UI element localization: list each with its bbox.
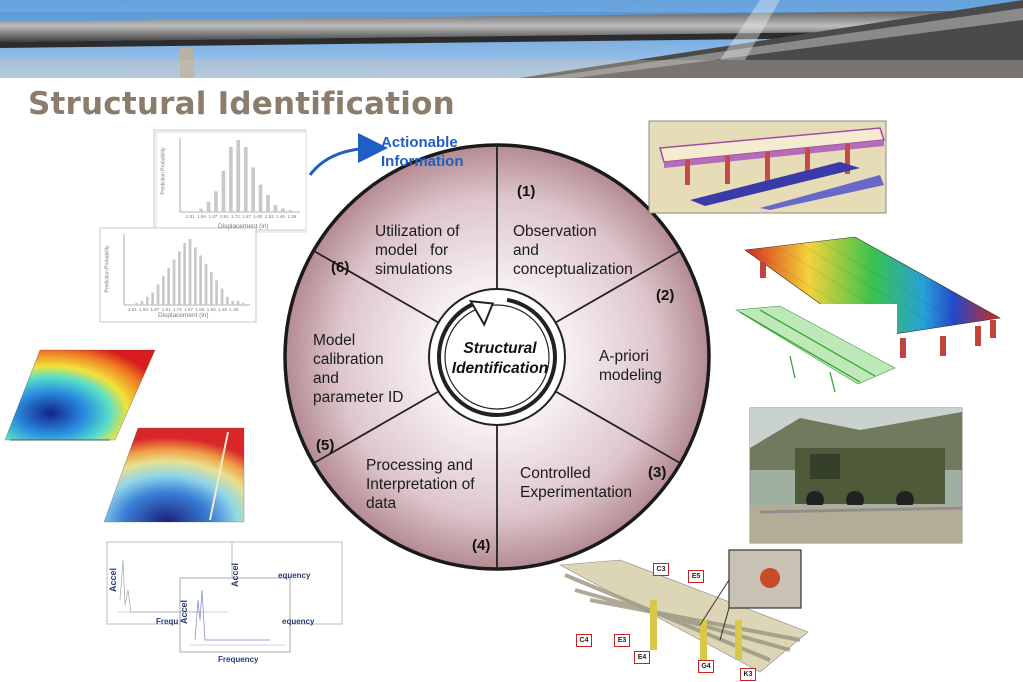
histogram-bar (140, 300, 144, 305)
slide-title: Structural Identification (28, 86, 455, 122)
sensor-tag-e4: E4 (634, 651, 650, 664)
accel-xlabel-4: equency (278, 571, 311, 580)
actionable-information-label: Actionable Information (381, 134, 464, 170)
histogram-bar (258, 184, 263, 212)
segment-5-label: Model calibration and parameter ID (313, 332, 404, 406)
histogram-bar (194, 247, 197, 306)
sensor-tag-g4: G4 (698, 660, 714, 673)
histogram-2-ylabel: Prediction Probability (104, 245, 111, 293)
accel-frequency-panels (106, 541, 343, 653)
histogram-bar (231, 300, 234, 305)
histogram-bar (206, 201, 211, 212)
histogram-panel-2 (99, 227, 257, 323)
histogram-bar (281, 208, 285, 212)
sensor-tag-e5: E5 (688, 570, 704, 583)
segment-4-label: Processing and Interpretation of data (366, 457, 475, 512)
accel-ylabel-1: Accel (108, 567, 119, 593)
bridge-banner (0, 0, 1023, 78)
sensor-tag-e3: E3 (614, 634, 630, 647)
accel-xlabel-2: Frequency (218, 655, 259, 664)
histogram-bar (156, 284, 160, 305)
histogram-1-ylabel: Prediction Probability (160, 147, 167, 195)
accel-xlabel-3: equency (282, 617, 315, 626)
segment-3-label: Controlled Experimentation (520, 465, 633, 501)
identification-cycle-diagram (283, 143, 711, 571)
histogram-bar (251, 167, 255, 212)
sensor-tag-c4: C4 (576, 634, 592, 647)
histogram-bar (162, 276, 165, 305)
histogram-bar (178, 251, 181, 305)
histogram-bar (151, 292, 154, 305)
center-disc (428, 288, 566, 426)
histogram-2-ticks: 2.01 1.94 1.87 1.81 1.74 1.67 1.60 1.53 … (128, 307, 239, 312)
segment-5-number: (5) (316, 437, 335, 454)
histogram-bar (204, 263, 208, 306)
accel-ylabel-2: Accel (179, 599, 190, 625)
histogram-bar (210, 272, 213, 305)
segment-1-label: Observation and conceptualization (513, 223, 633, 278)
sensor-layout-image (558, 549, 809, 673)
histogram-1-ticks: 2.01 1.94 1.87 1.81 1.74 1.67 1.60 1.53 … (186, 214, 297, 219)
segment-2-number: (2) (656, 287, 675, 304)
histogram-bar (199, 255, 202, 305)
histogram-bar (236, 140, 241, 212)
histogram-1-xlabel: Displacement (in) (218, 223, 269, 230)
contour-plot-1 (4, 349, 156, 441)
segment-6-label: Utilization of model for simulations (375, 223, 460, 278)
histogram-bar (220, 288, 224, 305)
bridge-model-image (648, 120, 887, 214)
accel-ylabel-3: Accel (230, 562, 241, 588)
histogram-bar (273, 205, 278, 212)
segment-3-number: (3) (648, 464, 667, 481)
histogram-bar (229, 146, 233, 212)
sensor-tag-k3: K3 (740, 668, 756, 681)
histogram-bar (226, 296, 229, 306)
center-arrow-head (468, 300, 495, 327)
histogram-panel-1 (153, 129, 307, 233)
segment-1-number: (1) (517, 183, 536, 200)
center-inner-ring (444, 304, 550, 410)
histogram-2-xlabel: Displacement (in) (158, 312, 209, 319)
segment-6-number: (6) (331, 259, 350, 276)
histogram-bar (221, 170, 226, 212)
center-label: Structural Identification (451, 340, 549, 377)
contour-plot-2 (103, 427, 245, 523)
histogram-bar (183, 243, 186, 305)
histogram-2-bars (135, 239, 245, 306)
histogram-bar (146, 296, 149, 306)
segment-4-number: (4) (472, 537, 491, 554)
histogram-bar (188, 239, 192, 305)
histogram-bar (135, 302, 138, 305)
histogram-bar (215, 280, 218, 306)
histogram-bar (214, 191, 218, 212)
histogram-bar (288, 210, 293, 212)
center-cycle-arrow (437, 297, 557, 417)
histogram-1-bars (191, 140, 293, 212)
segment-dividers (313, 145, 681, 569)
finite-element-model-image (733, 236, 1001, 400)
histogram-bar (172, 259, 176, 305)
histogram-bar (167, 267, 170, 305)
accel-xlabel-1: Frequ (156, 617, 179, 626)
histogram-bar (191, 211, 196, 212)
histogram-bar (199, 208, 203, 212)
actionable-arrow (308, 133, 388, 176)
sensor-tag-c3: C3 (653, 563, 669, 576)
histogram-bar (243, 146, 248, 212)
field-test-photo (749, 407, 963, 544)
segment-2-label: A-priori modeling (599, 348, 662, 384)
histogram-bar (242, 302, 245, 305)
histogram-bar (266, 194, 270, 212)
histogram-bar (236, 300, 240, 305)
